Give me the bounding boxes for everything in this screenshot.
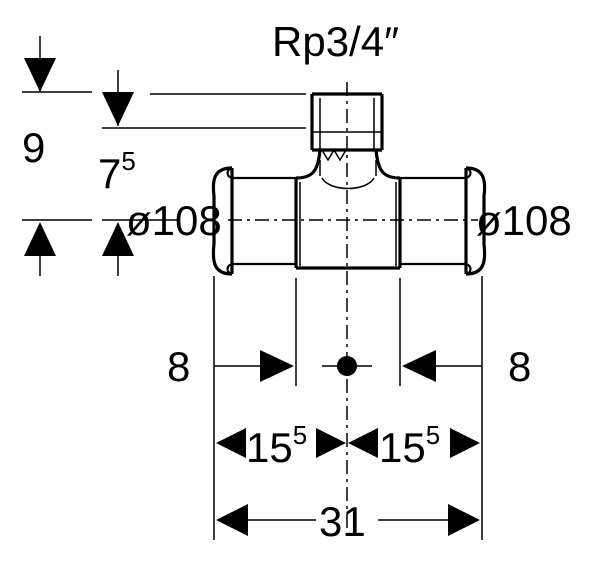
extension-lines [213, 276, 483, 540]
right-diameter-label: ø108 [476, 197, 572, 244]
half-left-label: 155 [246, 420, 307, 471]
insert-left-label: 8 [167, 343, 190, 390]
height-branch-dimension [102, 70, 306, 276]
thread-label: Rp3/4″ [272, 18, 399, 65]
center-point [337, 356, 357, 376]
half-right-label: 155 [379, 420, 440, 471]
tee-body [211, 92, 487, 276]
overall-length-label: 31 [319, 498, 366, 545]
half-length-dimension [216, 428, 480, 458]
height-total-label: 9 [22, 124, 45, 171]
height-branch-label: 75 [98, 146, 136, 197]
insert-depth-dimension [214, 350, 482, 382]
insert-right-label: 8 [508, 343, 531, 390]
overall-length-dimension [216, 504, 480, 536]
height-total-dimension [22, 36, 92, 276]
